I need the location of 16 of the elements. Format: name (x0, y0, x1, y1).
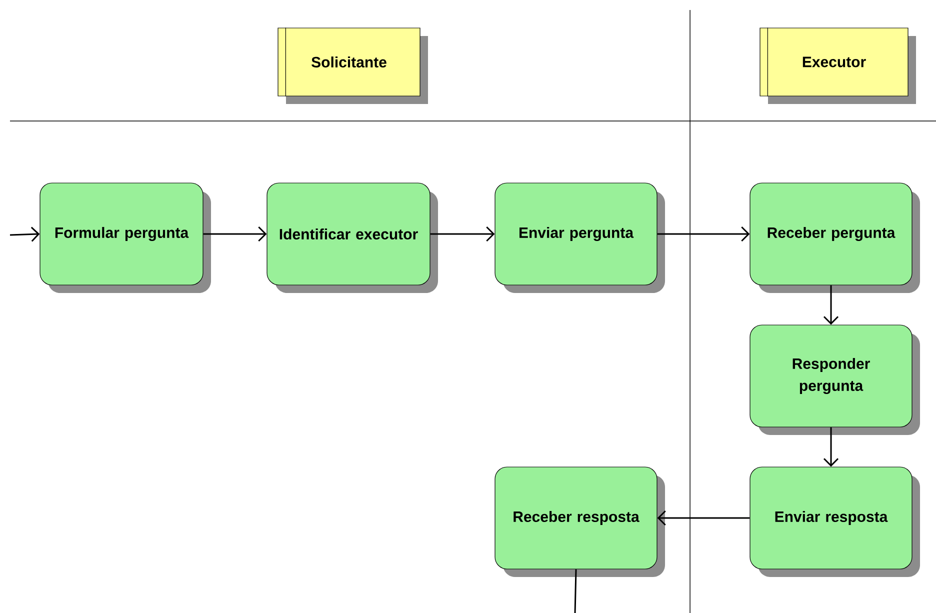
process-box: Responder pergunta (750, 324, 920, 435)
arrow (657, 226, 750, 242)
lane-header: Executor (760, 27, 916, 104)
arrow (10, 226, 40, 242)
lane-header: Solicitante (278, 27, 428, 104)
process-box: Enviar pergunta (494, 182, 665, 293)
process-box: Enviar resposta (750, 466, 920, 577)
arrow (823, 427, 839, 467)
arrow (657, 510, 750, 526)
process-box: Formular pergunta (40, 182, 211, 293)
arrow (823, 285, 839, 325)
process-box: Receber pergunta (750, 182, 920, 293)
process-box: Receber resposta (494, 466, 665, 577)
arrow (203, 226, 267, 242)
arrow (430, 226, 495, 242)
process-box: Identificar executor (266, 182, 438, 293)
